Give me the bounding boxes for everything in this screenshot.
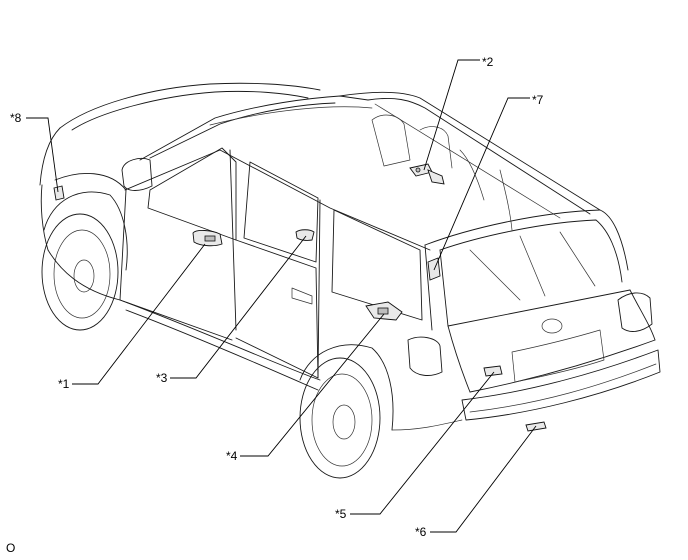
callout-label-1: *1 xyxy=(58,377,70,391)
rear-hatch-part xyxy=(483,365,503,377)
front-door-handle-part xyxy=(192,230,223,247)
corner-mark: O xyxy=(6,541,15,555)
front-fender-part xyxy=(53,185,65,201)
callout-label-8: *8 xyxy=(10,111,22,125)
callout-label-5: *5 xyxy=(335,507,347,521)
rear-quarter-part xyxy=(365,301,403,321)
callout-label-3: *3 xyxy=(156,371,168,385)
roof-interior-part xyxy=(409,163,445,185)
leader-lines xyxy=(26,59,537,533)
callout-label-6: *6 xyxy=(415,525,427,539)
callout-label-7: *7 xyxy=(532,93,544,107)
callout-label-2: *2 xyxy=(482,55,494,69)
callout-labels: *1 *2 *3 *4 *5 *6 *7 *8 xyxy=(10,55,544,539)
vehicle-outline xyxy=(39,82,661,479)
callout-label-4: *4 xyxy=(226,449,238,463)
rear-door-handle-part xyxy=(295,229,315,241)
